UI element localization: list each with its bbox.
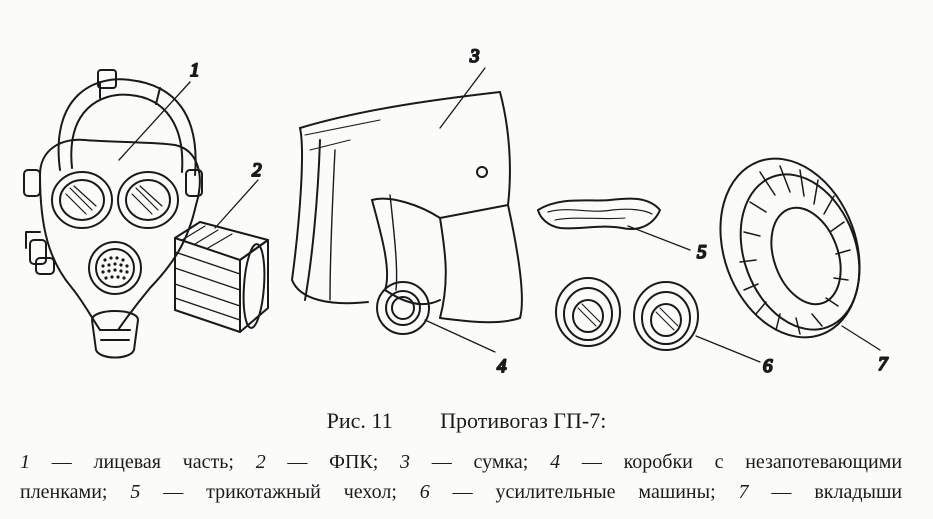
legend-dash: — xyxy=(163,481,184,503)
legend-dash: — xyxy=(452,481,473,503)
filter-canister-part xyxy=(174,179,269,333)
callout-1: 1 xyxy=(190,60,200,81)
callout-3: 3 xyxy=(469,46,480,67)
legend-text-2: ФПК; xyxy=(329,451,379,473)
legend-dash: — xyxy=(51,451,72,473)
legend-num-4: 4 xyxy=(550,451,561,473)
gas-mask-kit-illustration: 1 2 3 4 5 6 7 xyxy=(23,45,890,378)
legend-text-7: вкладыши xyxy=(814,481,903,503)
legend-text-4b: пленками; xyxy=(20,481,108,503)
legend-num-2: 2 xyxy=(255,451,266,473)
callout-5: 5 xyxy=(697,242,707,263)
callout-6: 6 xyxy=(763,356,773,377)
legend-line-1: 1 — лицевая часть; 2 — ФПК; 3 — сумка; 4… xyxy=(20,447,902,477)
legend-text-5: трикотажный чехол; xyxy=(206,481,397,503)
legend-dash: — xyxy=(287,451,308,473)
reinforcing-rings-part xyxy=(555,277,761,363)
callout-4: 4 xyxy=(497,356,507,377)
anti-fog-box-part xyxy=(376,281,496,353)
figure-legend: 1 — лицевая часть; 2 — ФПК; 3 — сумка; 4… xyxy=(20,447,902,507)
insert-part xyxy=(719,157,881,351)
legend-num-6: 6 xyxy=(419,481,430,503)
face-mask-part xyxy=(23,69,203,359)
legend-text-3: сумка; xyxy=(473,451,529,473)
legend-num-7: 7 xyxy=(738,481,749,503)
legend-text-1: лицевая часть; xyxy=(93,451,234,473)
legend-text-6: усилительные машины; xyxy=(495,481,716,503)
callout-2: 2 xyxy=(252,160,262,181)
legend-dash: — xyxy=(431,451,452,473)
legend-num-5: 5 xyxy=(130,481,141,503)
legend-dash: — xyxy=(581,451,602,473)
legend-dash: — xyxy=(771,481,792,503)
figure-title: Противогаз ГП-7: xyxy=(440,408,607,433)
legend-num-3: 3 xyxy=(400,451,411,473)
bag-part xyxy=(291,67,523,324)
figure-number: Рис. 11 xyxy=(326,408,393,433)
knitted-cover-part xyxy=(537,197,691,251)
legend-text-4a: коробки с незапотевающими xyxy=(623,451,903,473)
callout-7: 7 xyxy=(878,354,889,375)
legend-num-1: 1 xyxy=(20,451,30,473)
legend-line-2: пленками; 5 — трикотажный чехол; 6 — уси… xyxy=(20,477,902,507)
figure-caption-title: Рис. 11 Противогаз ГП-7: xyxy=(0,408,933,434)
